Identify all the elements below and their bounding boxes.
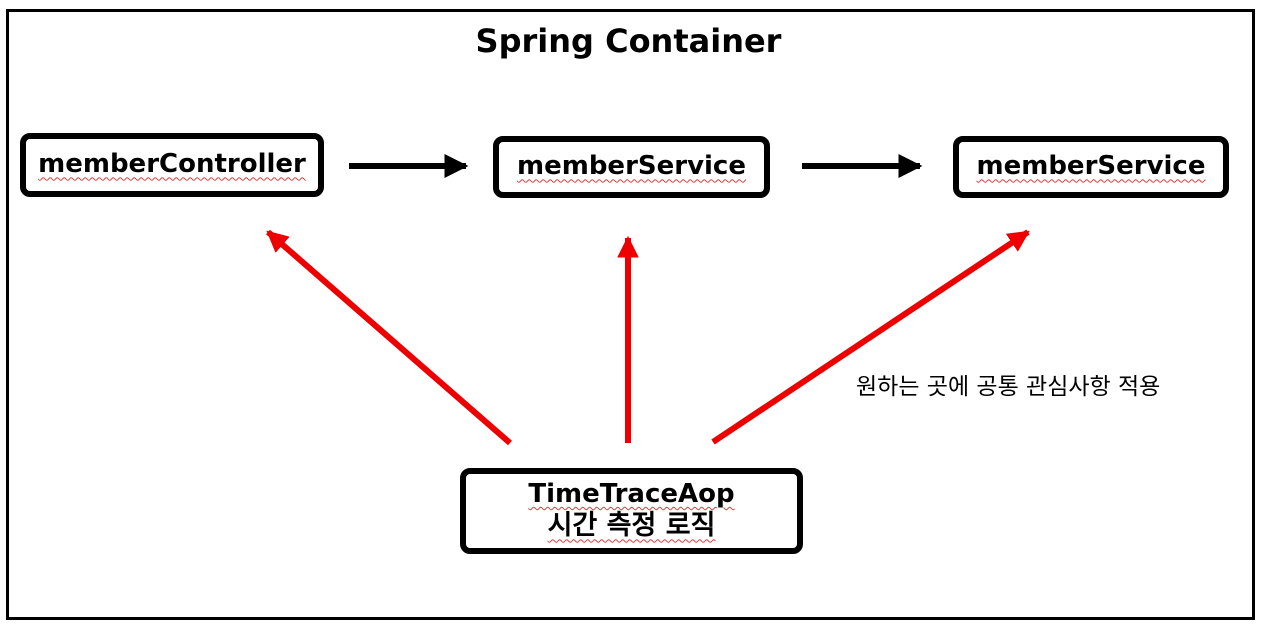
diagram-title: Spring Container [475,22,782,60]
time-trace-aop-box: TimeTraceAop 시간 측정 로직 [460,468,803,554]
member-service-box-2: memberService [953,136,1229,198]
time-trace-aop-label: TimeTraceAop [528,479,735,510]
aop-arrow-to-service-2 [711,229,1030,445]
member-controller-box: memberController [20,133,324,197]
member-service-box-1: memberService [493,136,770,198]
member-controller-label: memberController [38,149,306,180]
time-trace-aop-description: 시간 측정 로직 [547,510,716,542]
spring-container-frame [6,9,1255,620]
aop-arrow-to-controller [266,229,512,446]
member-service-label-2: memberService [976,151,1206,182]
member-service-label-1: memberService [517,151,746,182]
cross-cutting-note: 원하는 곳에 공통 관심사항 적용 [856,374,1161,400]
